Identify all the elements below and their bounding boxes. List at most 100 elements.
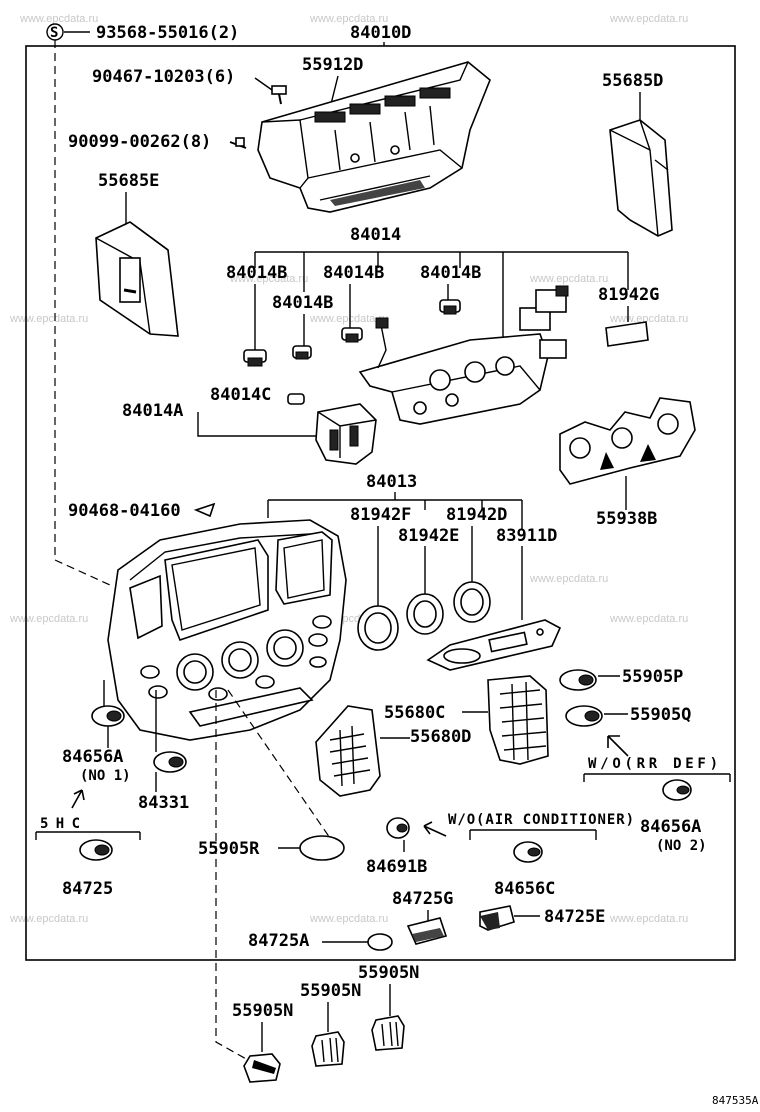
callout-81942F: 81942F <box>350 505 411 525</box>
callout-55905Q: 55905Q <box>630 705 691 725</box>
arrow-rr-def <box>607 735 629 757</box>
callout-84014B-4: 84014B <box>272 293 333 313</box>
callout-55905P: 55905P <box>622 667 683 687</box>
callout-84014B-1: 84014B <box>226 263 287 283</box>
ring-81942F[interactable] <box>357 605 399 651</box>
callout-55680D: 55680D <box>410 727 471 747</box>
cover-84725E[interactable] <box>479 905 515 931</box>
plug-84656A-2[interactable] <box>662 779 692 801</box>
plug-84656C[interactable] <box>513 841 543 863</box>
knob-55905N-2[interactable] <box>311 1031 345 1067</box>
watermark: www.epcdata.ru <box>609 313 688 325</box>
plug-84331[interactable] <box>153 751 187 773</box>
plug-84656A-1[interactable] <box>91 705 125 727</box>
center-bezel-84013[interactable] <box>107 519 347 741</box>
callout-84014A: 84014A <box>122 401 183 421</box>
watermark: www.epcdata.ru <box>19 13 98 25</box>
watermark: www.epcdata.ru <box>309 913 388 925</box>
callout-55905R: 55905R <box>198 839 260 859</box>
ring-81942E[interactable] <box>406 593 444 635</box>
watermark: www.epcdata.ru <box>529 573 608 585</box>
callout-84725: 84725 <box>62 879 113 899</box>
watermark: www.epcdata.ru <box>609 613 688 625</box>
note-5hc: 5HC <box>40 816 80 832</box>
air-vent-55680D[interactable] <box>315 705 381 797</box>
watermark: www.epcdata.ru <box>609 13 688 25</box>
bulb-84014B-4[interactable] <box>292 345 312 360</box>
callout-84656A-1-note: (NO 1) <box>80 768 131 784</box>
watermark-group: www.epcdata.ru www.epcdata.ru www.epcdat… <box>9 13 688 925</box>
watermark: www.epcdata.ru <box>529 273 608 285</box>
callout-55912D: 55912D <box>302 55 363 75</box>
bulb-84014C[interactable] <box>287 393 305 405</box>
callout-84014B-2: 84014B <box>323 263 384 283</box>
s-symbol-label: S <box>50 25 58 41</box>
callout-84014B-3: 84014B <box>420 263 481 283</box>
side-duct-55685D[interactable] <box>609 119 673 237</box>
leader-dashed-s <box>54 40 111 586</box>
callout-90468-04160: 90468-04160 <box>68 501 181 521</box>
callout-84331: 84331 <box>138 793 189 813</box>
panel-81942G[interactable] <box>605 306 649 347</box>
assembly-frame <box>25 45 736 961</box>
callout-81942D: 81942D <box>446 505 507 525</box>
control-assembly-84014[interactable] <box>358 285 569 425</box>
callout-83911D: 83911D <box>496 526 557 546</box>
callout-55905N-2: 55905N <box>300 981 361 1001</box>
knob-55905R[interactable] <box>299 835 345 861</box>
upper-housing-55912D[interactable] <box>257 61 491 213</box>
callout-84725A: 84725A <box>248 931 309 951</box>
plug-84725A[interactable] <box>367 933 393 951</box>
arrow-5hc <box>71 789 85 809</box>
bulb-84014B-1[interactable] <box>243 349 267 367</box>
knob-55905N-1[interactable] <box>243 1053 281 1083</box>
plug-84725[interactable] <box>79 839 113 861</box>
callout-81942G: 81942G <box>598 285 659 305</box>
callout-55905N-3: 55905N <box>358 963 419 983</box>
ring-81942D[interactable] <box>453 581 491 623</box>
callout-84010D: 84010D <box>350 23 411 43</box>
bulb-84014B-2[interactable] <box>341 327 363 343</box>
callout-84725G: 84725G <box>392 889 453 909</box>
plug-84691B[interactable] <box>386 817 410 839</box>
callout-84656C: 84656C <box>494 879 555 899</box>
callout-90099-00262: 90099-00262(8) <box>68 132 211 152</box>
callout-84014C: 84014C <box>210 385 271 405</box>
callout-84656A-1: 84656A <box>62 747 123 767</box>
callout-55680C: 55680C <box>384 703 445 723</box>
callout-93568-55016: 93568-55016(2) <box>96 23 239 43</box>
lens-plate-83911D[interactable] <box>426 619 562 671</box>
arrow-wo-ac <box>423 821 447 837</box>
watermark: www.epcdata.ru <box>9 613 88 625</box>
note-wo-ac: W/O(AIR CONDITIONER) <box>448 812 634 828</box>
callout-55685E: 55685E <box>98 171 159 191</box>
callout-81942E: 81942E <box>398 526 459 546</box>
watermark: www.epcdata.ru <box>9 913 88 925</box>
callout-84691B: 84691B <box>366 857 427 877</box>
callout-84725E: 84725E <box>544 907 605 927</box>
screw-90099[interactable] <box>229 137 247 149</box>
watermark: www.epcdata.ru <box>309 13 388 25</box>
screw-90467[interactable] <box>271 85 287 105</box>
cover-84725G[interactable] <box>406 917 448 945</box>
back-plate-55938B[interactable] <box>559 397 696 485</box>
note-wo-rr-def: W/O(RR DEF) <box>588 756 718 772</box>
callout-90467-10203: 90467-10203(6) <box>92 67 235 87</box>
side-duct-55685E[interactable] <box>95 221 179 337</box>
knob-55905N-3[interactable] <box>371 1015 405 1051</box>
callout-84656A-2: 84656A <box>640 817 701 837</box>
watermark: www.epcdata.ru <box>9 313 88 325</box>
leader-dashed-55905N <box>215 690 249 1061</box>
callout-84014: 84014 <box>350 225 401 245</box>
watermark: www.epcdata.ru <box>609 913 688 925</box>
image-code: 847535A <box>712 1094 759 1107</box>
switch-84014A[interactable] <box>315 403 377 465</box>
callout-55905N-1: 55905N <box>232 1001 293 1021</box>
knob-55905P[interactable] <box>559 669 597 691</box>
knob-55905Q[interactable] <box>565 705 603 727</box>
callout-84013: 84013 <box>366 472 417 492</box>
bulb-84014B-3[interactable] <box>439 299 461 315</box>
clip-90468[interactable] <box>193 502 216 518</box>
air-vent-55680C[interactable] <box>487 675 549 765</box>
